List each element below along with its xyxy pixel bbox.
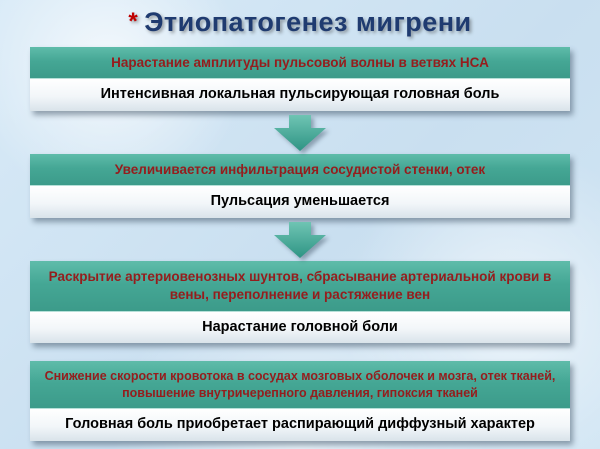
block-header: Раскрытие артериовенозных шунтов, сбрасы… bbox=[30, 261, 570, 312]
block-header: Увеличивается инфильтрация сосудистой ст… bbox=[30, 154, 570, 187]
block-body: Нарастание головной боли bbox=[30, 311, 570, 344]
page-title: *Этиопатогенез мигрени bbox=[0, 0, 600, 38]
block-body: Пульсация уменьшается bbox=[30, 186, 570, 219]
block-header: Снижение скорости кровотока в сосудах мо… bbox=[30, 361, 570, 410]
title-asterisk: * bbox=[128, 8, 139, 35]
title-text: Этиопатогенез мигрени bbox=[144, 7, 472, 37]
flow-block: Нарастание амплитуды пульсовой волны в в… bbox=[30, 47, 570, 112]
down-arrow-icon bbox=[268, 222, 332, 259]
flow-block: Увеличивается инфильтрация сосудистой ст… bbox=[30, 154, 570, 219]
flow-block: Снижение скорости кровотока в сосудах мо… bbox=[30, 361, 570, 441]
flow-block: Раскрытие артериовенозных шунтов, сбрасы… bbox=[30, 261, 570, 344]
block-body: Интенсивная локальная пульсирующая голов… bbox=[30, 79, 570, 112]
down-arrow-icon bbox=[268, 115, 332, 152]
block-body: Головная боль приобретает распирающий ди… bbox=[30, 409, 570, 441]
block-header: Нарастание амплитуды пульсовой волны в в… bbox=[30, 47, 570, 80]
flow-diagram: Нарастание амплитуды пульсовой волны в в… bbox=[0, 47, 600, 441]
